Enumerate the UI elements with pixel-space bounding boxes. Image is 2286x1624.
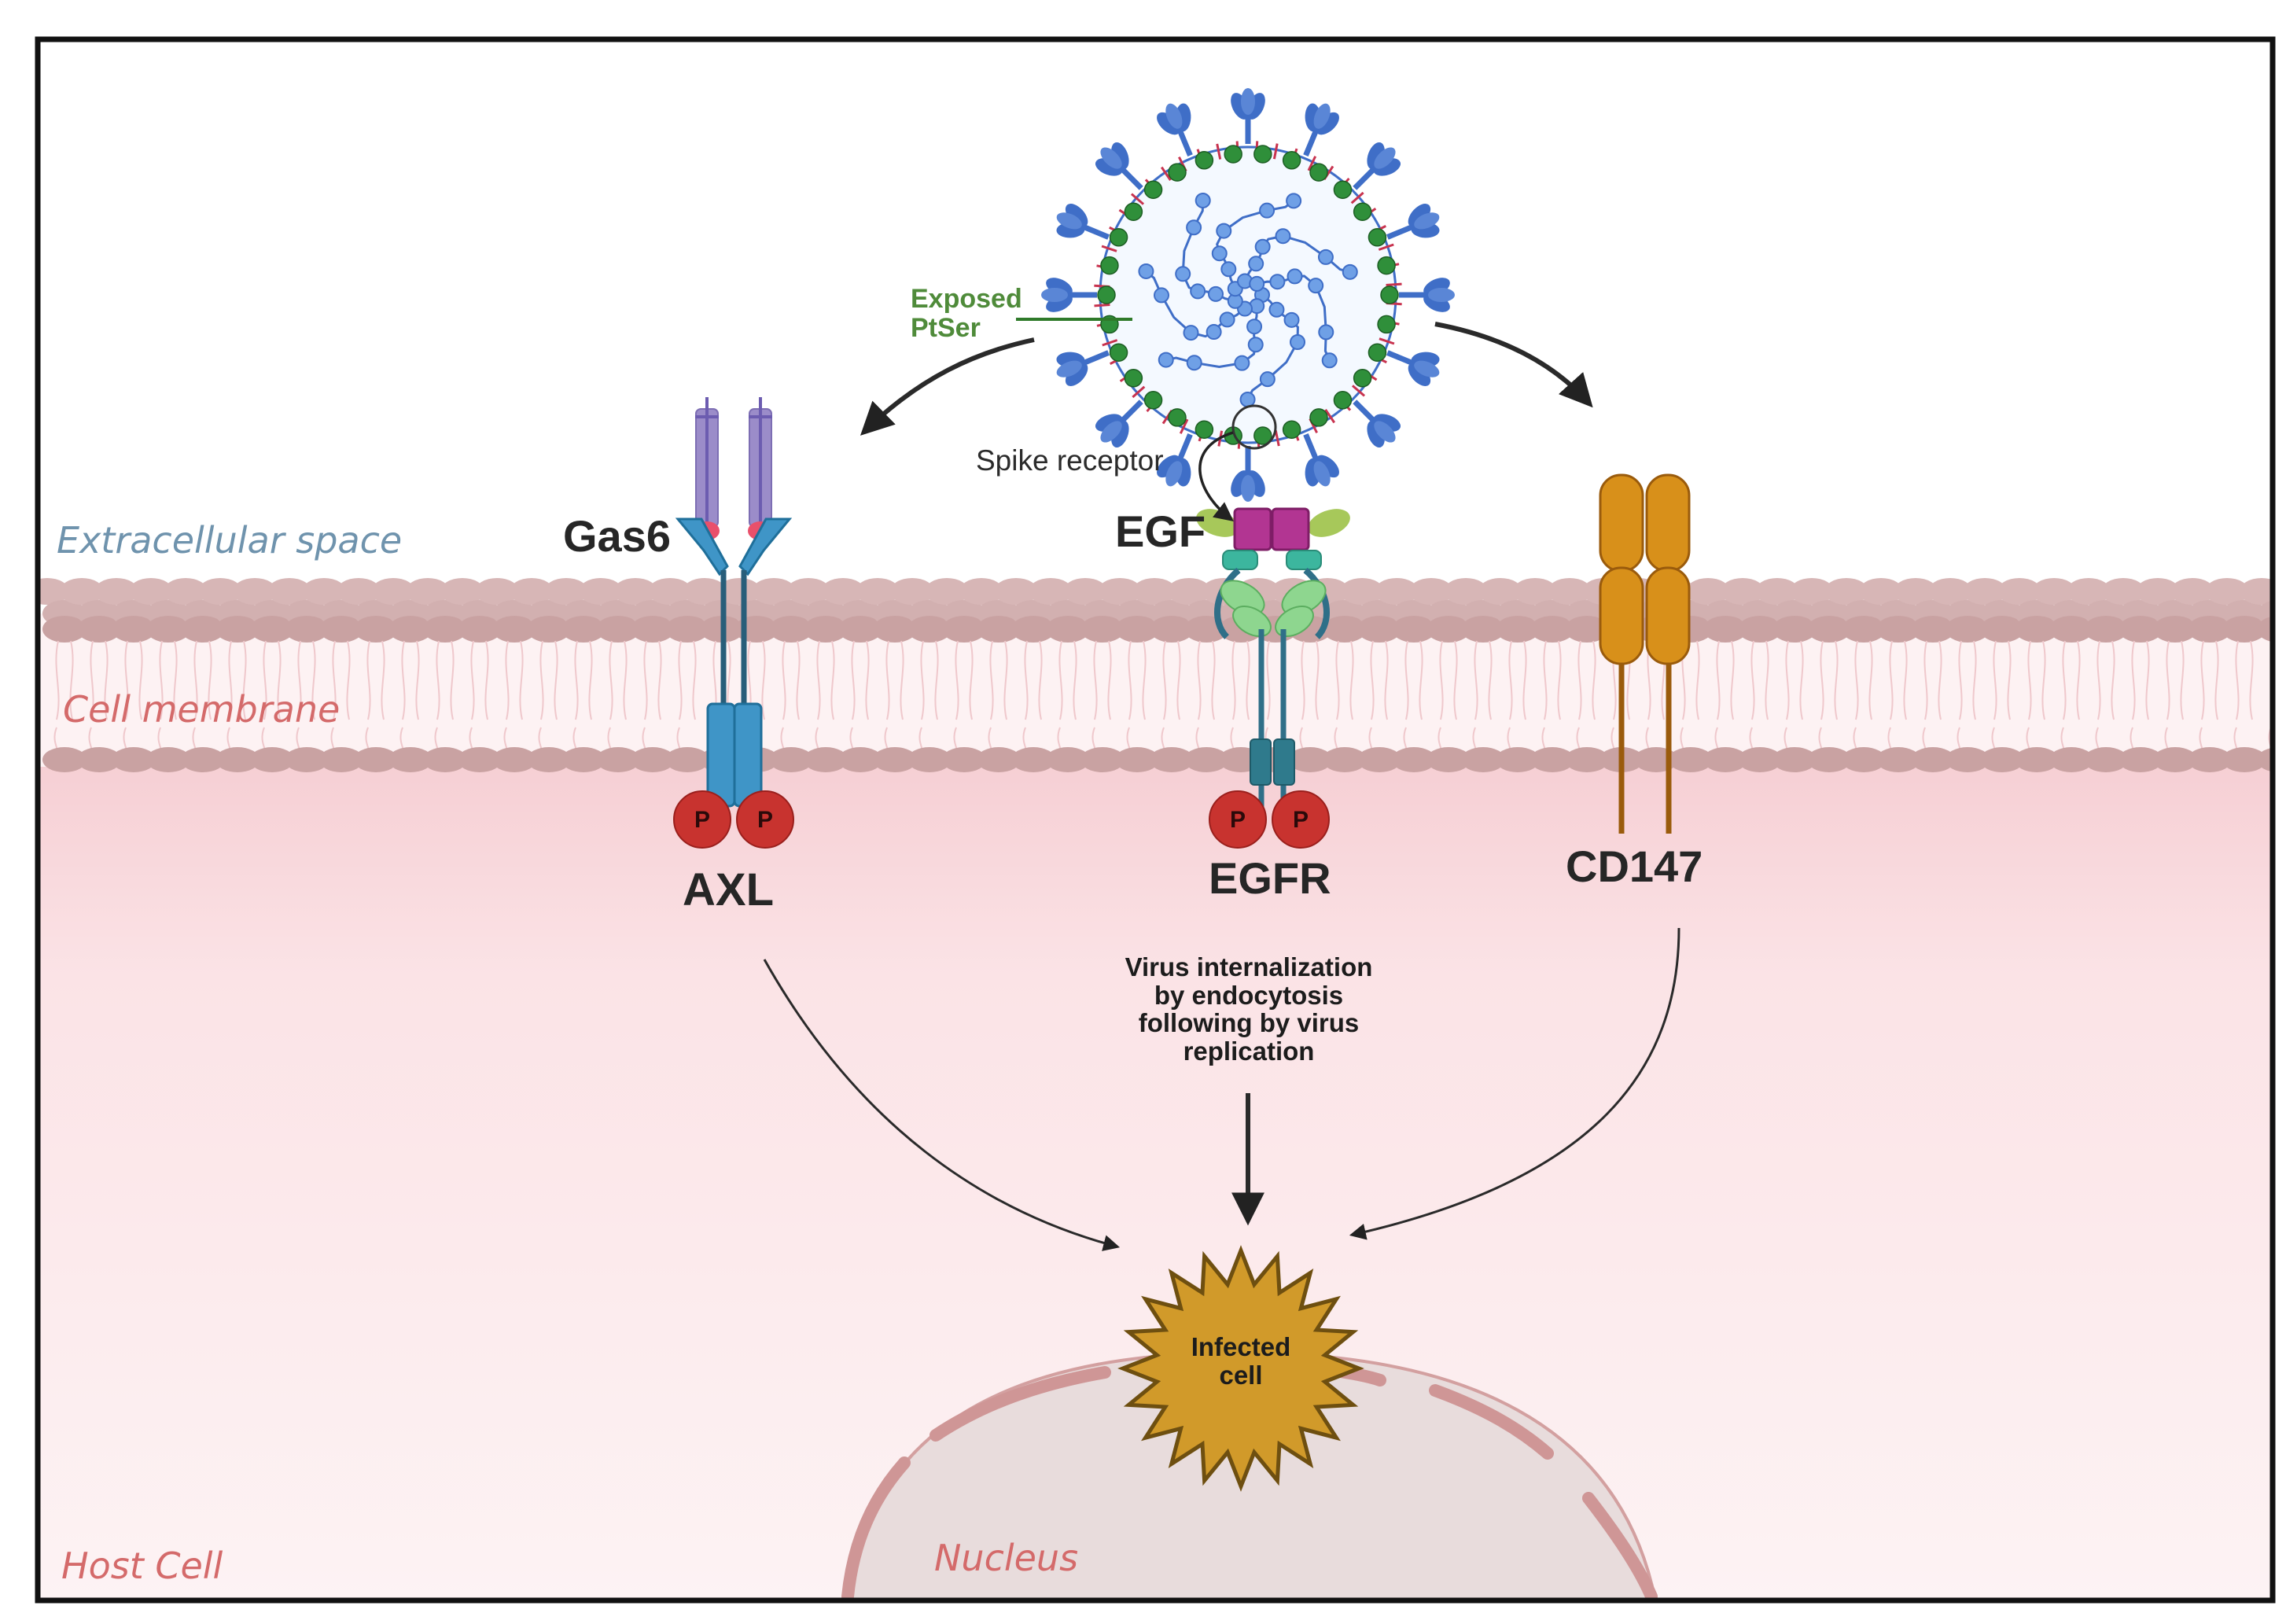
internalization-note: Virus internalization by endocytosis fol… (1091, 953, 1406, 1066)
axl-receptor (675, 397, 793, 808)
spike-highlight-circle (1231, 404, 1277, 450)
figure-frame (35, 36, 2276, 1604)
phospho-label: P (694, 807, 710, 833)
internalization-line: Virus internalization (1125, 952, 1373, 981)
nuclear-envelope-segments (841, 1364, 1658, 1600)
phospho-label: P (757, 807, 773, 833)
exposed-ptser-label: Exposed PtSer (911, 285, 1022, 342)
nucleus-label: Nucleus (934, 1537, 1079, 1579)
egfr-phosphate-right (1272, 790, 1330, 849)
internalization-line: following by virus (1138, 1008, 1360, 1038)
ptser-label: PtSer (911, 312, 981, 343)
internalization-line: replication (1183, 1036, 1315, 1066)
host-cell-label: Host Cell (61, 1545, 223, 1587)
arrows (763, 322, 1680, 1251)
egf-label: EGF (1115, 506, 1206, 556)
egf-ligand (1233, 507, 1310, 551)
cd147-receptor (1599, 473, 1691, 834)
arrow-icon (1434, 322, 1593, 408)
starburst-icon (1117, 1245, 1364, 1492)
virus-icon (1041, 88, 1455, 502)
egfr-phosphate-left (1209, 790, 1267, 849)
gas6-label: Gas6 (563, 511, 671, 561)
membrane-label: Cell membrane (63, 688, 341, 731)
egfr-receptor (1196, 507, 1350, 818)
arrow-icon (860, 337, 1035, 436)
axl-phosphate-left (673, 790, 731, 849)
spike-receptor-label: Spike receptor (976, 444, 1164, 477)
phospho-label: P (1230, 807, 1246, 833)
phosphate-groups: P P P P (673, 790, 1330, 849)
phospho-label: P (1293, 807, 1309, 833)
infected-line: Infected (1191, 1332, 1291, 1361)
infected-line: cell (1219, 1360, 1263, 1390)
axl-phosphate-right (736, 790, 794, 849)
arrow-icon (1349, 927, 1680, 1240)
spike-pointer-arrow-icon (1198, 431, 1234, 522)
exposed-label: Exposed (911, 284, 1022, 314)
cd147-label: CD147 (1566, 841, 1703, 891)
arrow-icon (763, 959, 1121, 1251)
internalization-line: by endocytosis (1154, 980, 1344, 1010)
extracellular-label: Extracellular space (57, 519, 403, 562)
egfr-label: EGFR (1209, 853, 1331, 903)
axl-label: AXL (683, 864, 774, 915)
infected-cell-label: Infected cell (1162, 1333, 1320, 1389)
lipid-bilayer (38, 578, 2273, 772)
